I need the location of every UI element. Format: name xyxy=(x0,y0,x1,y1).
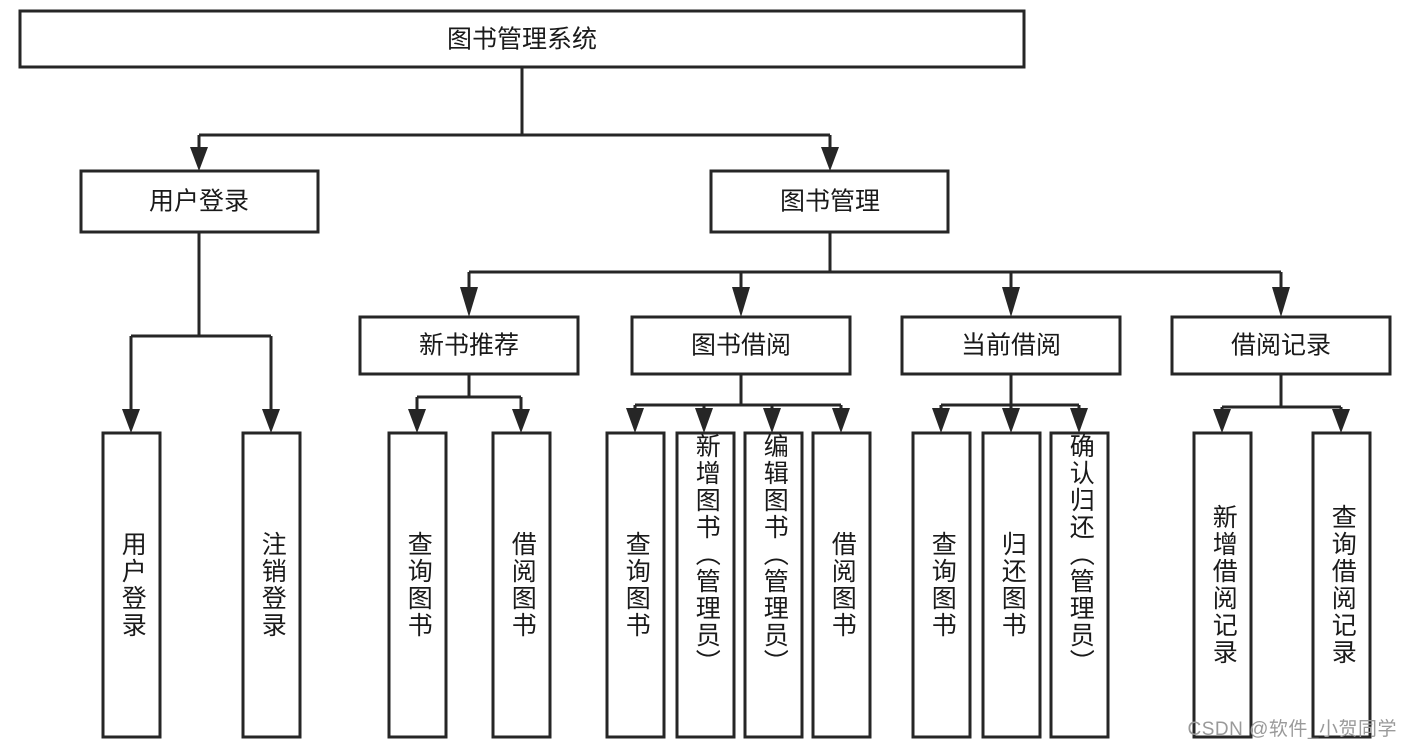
node-new-book-recommend-label: 新书推荐 xyxy=(419,332,519,360)
arrow-head-br-leaf-2 xyxy=(1332,409,1350,433)
node-book-management-label: 图书管理 xyxy=(780,188,880,216)
leaf-box-borrow-book-nbr[interactable] xyxy=(491,431,552,739)
leaf-box-add-book-admin[interactable] xyxy=(675,431,736,739)
leaf-box-query-book-nbr[interactable] xyxy=(387,431,448,739)
arrow-head-book-manage xyxy=(821,147,839,171)
arrow-head-current-borrow xyxy=(1002,287,1020,317)
node-root-system[interactable]: 图书管理系统 xyxy=(18,9,1026,69)
arrow-head-bb-leaf-2 xyxy=(695,408,713,433)
node-new-book-recommend[interactable]: 新书推荐 xyxy=(358,315,580,376)
connector-group-bookmanage-to-level3 xyxy=(460,232,1290,317)
arrow-head-new-book-rec xyxy=(460,287,478,317)
connector-group-newbookrec-to-leaves xyxy=(408,374,530,433)
node-book-management-box[interactable] xyxy=(709,169,950,234)
leaf-box-query-book-cb[interactable] xyxy=(911,431,972,739)
connector-group-root-to-level2 xyxy=(190,67,839,171)
arrow-head-nbr-leaf-1 xyxy=(408,409,426,433)
node-root-box[interactable] xyxy=(18,9,1026,69)
node-borrow-record[interactable]: 借阅记录 xyxy=(1170,315,1392,376)
node-book-borrow-box[interactable] xyxy=(630,315,852,376)
node-borrow-record-box[interactable] xyxy=(1170,315,1392,376)
arrow-head-cb-leaf-3 xyxy=(1070,408,1088,433)
node-user-login-label: 用户登录 xyxy=(149,188,249,216)
arrow-head-cb-leaf-2 xyxy=(1002,408,1020,433)
leaf-box-add-borrow-record[interactable] xyxy=(1192,431,1253,739)
arrow-head-user-login xyxy=(190,147,208,171)
leaf-box-group xyxy=(101,431,1372,739)
node-borrow-record-label: 借阅记录 xyxy=(1231,332,1331,360)
arrow-head-cb-leaf-1 xyxy=(932,408,950,433)
connector-group-borrowrecord-to-leaves xyxy=(1213,374,1350,433)
csdn-watermark: CSDN @软件_小贺同学 xyxy=(1187,719,1397,740)
arrow-head-br-leaf-1 xyxy=(1213,409,1231,433)
connector-group-bookborrow-to-leaves xyxy=(626,374,850,433)
leaf-box-return-book[interactable] xyxy=(981,431,1042,739)
arrow-head-bb-leaf-1 xyxy=(626,408,644,433)
leaf-box-edit-book-admin[interactable] xyxy=(743,431,804,739)
arrow-head-leaf-user-login xyxy=(122,409,140,433)
arrow-head-bb-leaf-4 xyxy=(832,408,850,433)
node-current-borrow-box[interactable] xyxy=(900,315,1122,376)
node-current-borrow[interactable]: 当前借阅 xyxy=(900,315,1122,376)
leaf-box-confirm-return-admin[interactable] xyxy=(1049,431,1110,739)
arrow-head-nbr-leaf-2 xyxy=(512,409,530,433)
arrow-head-bb-leaf-3 xyxy=(763,408,781,433)
leaf-box-query-book-bb[interactable] xyxy=(605,431,666,739)
leaf-box-borrow-book-bb[interactable] xyxy=(811,431,872,739)
arrow-head-book-borrow xyxy=(732,287,750,317)
node-book-management[interactable]: 图书管理 xyxy=(709,169,950,234)
connector-group-userlogin-to-leaves xyxy=(122,232,280,433)
node-user-login[interactable]: 用户登录 xyxy=(79,169,320,234)
node-root-label: 图书管理系统 xyxy=(447,26,597,54)
connector-group-currentborrow-to-leaves xyxy=(932,374,1088,433)
leaf-box-user-login[interactable] xyxy=(101,431,162,739)
node-current-borrow-label: 当前借阅 xyxy=(961,332,1061,360)
node-book-borrow[interactable]: 图书借阅 xyxy=(630,315,852,376)
arrow-head-borrow-record xyxy=(1272,287,1290,317)
leaf-box-query-borrow-record[interactable] xyxy=(1311,431,1372,739)
node-book-borrow-label: 图书借阅 xyxy=(691,332,791,360)
node-new-book-recommend-box[interactable] xyxy=(358,315,580,376)
node-user-login-box[interactable] xyxy=(79,169,320,234)
leaf-box-logout[interactable] xyxy=(241,431,302,739)
arrow-head-leaf-logout xyxy=(262,409,280,433)
